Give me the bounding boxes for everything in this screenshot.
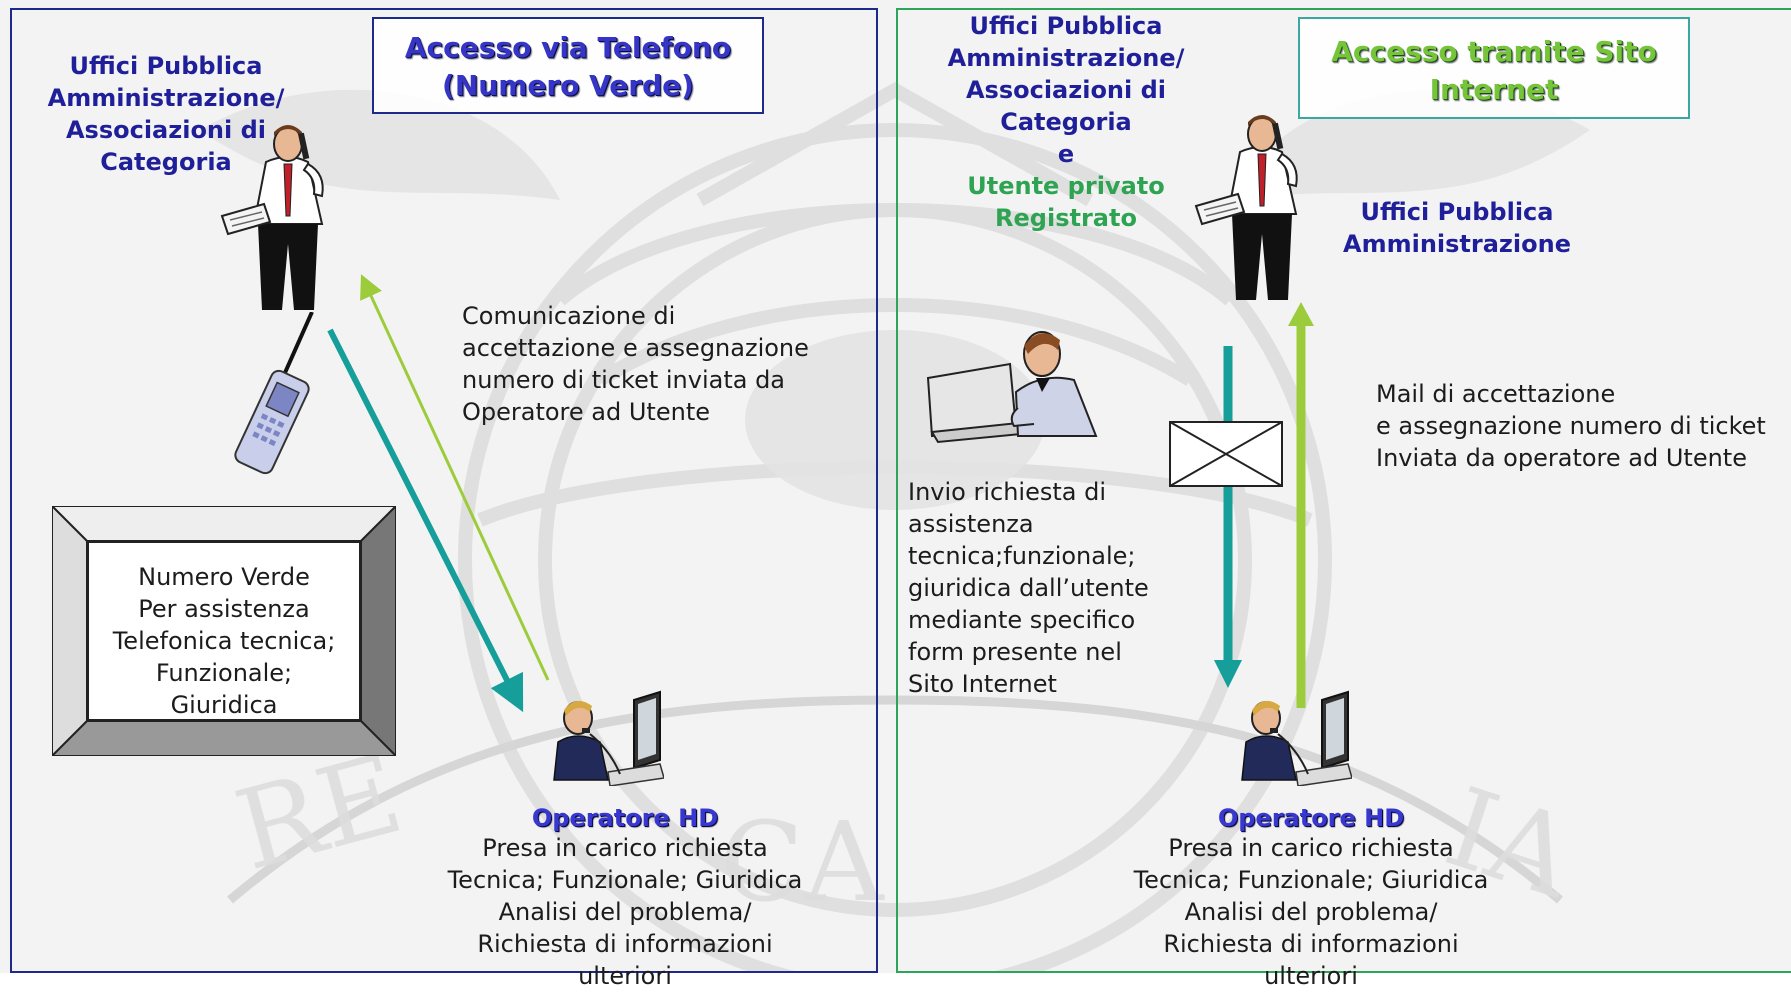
right-operator-line: Analisi del problema/ bbox=[1184, 898, 1438, 926]
right-operator-line: Presa in carico richiesta bbox=[1168, 834, 1454, 862]
left-operator-line: Richiesta di informazioni ulteriori bbox=[477, 930, 773, 990]
toll-free-box-line: Numero Verde bbox=[138, 563, 310, 591]
right-operator-line: Richiesta di informazioni ulteriori bbox=[1163, 930, 1459, 990]
phone-access-title-line1: Accesso via Telefono bbox=[404, 31, 732, 64]
mail-line: Inviata da operatore ad Utente bbox=[1376, 444, 1747, 472]
envelope-icon bbox=[1169, 421, 1283, 487]
mail-line: e assegnazione numero di ticket bbox=[1376, 412, 1766, 440]
internet-access-title-line1: Accesso tramite Sito bbox=[1331, 35, 1657, 68]
operator-computer-icon bbox=[1241, 690, 1352, 786]
left-message-line: Comunicazione di bbox=[462, 302, 676, 330]
box-bevel bbox=[52, 506, 396, 756]
left-arrows bbox=[327, 274, 550, 713]
user-laptop-icon bbox=[926, 331, 1098, 444]
mail-line: Mail di accettazione bbox=[1376, 380, 1616, 408]
internet-access-title: Accesso tramite Sito Internet bbox=[1298, 17, 1690, 119]
private-user-label-line: Utente privato bbox=[967, 172, 1165, 200]
left-user-label-line: Categoria bbox=[100, 148, 232, 176]
internet-access-title-line2: Internet bbox=[1429, 73, 1559, 106]
right-operator-title: Operatore HD bbox=[1217, 804, 1405, 832]
left-user-label-line: Uffici Pubblica bbox=[69, 52, 263, 80]
left-message-line: accettazione e assegnazione bbox=[462, 334, 809, 362]
private-user-label-line: Registrato bbox=[995, 204, 1137, 232]
businessman-phone-icon bbox=[1194, 115, 1298, 300]
right-user-label-line: Associazioni di bbox=[965, 76, 1167, 104]
left-user-label: Uffici Pubblica Amministrazione/ Associa… bbox=[30, 50, 302, 178]
left-operator-line: Tecnica; Funzionale; Giuridica bbox=[447, 866, 803, 894]
pa-offices-label: Uffici Pubblica Amministrazione bbox=[1322, 196, 1592, 260]
response-arrow-left bbox=[360, 274, 550, 681]
request-arrow-right-head bbox=[1214, 660, 1242, 688]
request-line: assistenza bbox=[908, 510, 1034, 538]
request-line: giuridica dall’utente bbox=[908, 574, 1149, 602]
right-panel bbox=[896, 8, 1791, 973]
request-line: Sito Internet bbox=[908, 670, 1057, 698]
request-line: tecnica;funzionale; bbox=[908, 542, 1136, 570]
left-user-label-line: Amministrazione/ bbox=[47, 84, 285, 112]
right-user-label-line: Categoria bbox=[1000, 108, 1132, 136]
request-line: mediante specifico bbox=[908, 606, 1136, 634]
toll-free-box-text: Numero Verde Per assistenza Telefonica t… bbox=[87, 541, 361, 721]
left-operator-block: Operatore HD Presa in carico richiesta T… bbox=[430, 804, 820, 992]
request-line: Invio richiesta di bbox=[908, 478, 1106, 506]
toll-free-number-box: Numero Verde Per assistenza Telefonica t… bbox=[52, 506, 396, 756]
left-operator-line: Analisi del problema/ bbox=[498, 898, 752, 926]
right-operator-line: Tecnica; Funzionale; Giuridica bbox=[1133, 866, 1489, 894]
right-user-label-line: Uffici Pubblica bbox=[969, 12, 1163, 40]
toll-free-box-line: Telefonica tecnica; bbox=[112, 627, 336, 655]
right-user-label: Uffici Pubblica Amministrazione/ Associa… bbox=[930, 10, 1202, 234]
phone-access-title: Accesso via Telefono (Numero Verde) bbox=[372, 17, 764, 114]
toll-free-box-line: Funzionale; bbox=[155, 659, 293, 687]
right-operator-block: Operatore HD Presa in carico richiesta T… bbox=[1116, 804, 1506, 992]
right-user-label-line: Amministrazione/ bbox=[947, 44, 1185, 72]
request-line: form presente nel bbox=[908, 638, 1122, 666]
operator-computer-icon bbox=[553, 690, 664, 786]
right-user-label-line: e bbox=[1057, 140, 1075, 168]
request-description: Invio richiesta di assistenza tecnica;fu… bbox=[908, 476, 1168, 700]
phone-access-title-line2: (Numero Verde) bbox=[442, 69, 694, 102]
toll-free-box-line: Per assistenza bbox=[138, 595, 310, 623]
pa-offices-label-line: Amministrazione bbox=[1343, 230, 1571, 258]
pa-offices-label-line: Uffici Pubblica bbox=[1360, 198, 1554, 226]
mail-acceptance-text: Mail di accettazione e assegnazione nume… bbox=[1376, 378, 1786, 474]
right-arrows bbox=[1169, 302, 1314, 708]
left-user-label-line: Associazioni di bbox=[65, 116, 267, 144]
left-message-line: numero di ticket inviata da bbox=[462, 366, 786, 394]
mobile-phone-icon bbox=[234, 312, 314, 475]
left-message-line: Operatore ad Utente bbox=[462, 398, 710, 426]
businessman-phone-icon bbox=[220, 125, 324, 310]
request-arrow-left bbox=[327, 328, 524, 713]
response-arrow-right-head bbox=[1288, 302, 1314, 326]
left-operator-line: Presa in carico richiesta bbox=[482, 834, 768, 862]
left-acceptance-message: Comunicazione di accettazione e assegnaz… bbox=[462, 300, 842, 428]
left-operator-title: Operatore HD bbox=[531, 804, 719, 832]
left-panel bbox=[10, 8, 878, 973]
svg-text:CA: CA bbox=[720, 798, 885, 926]
toll-free-box-line: Giuridica bbox=[170, 691, 278, 719]
